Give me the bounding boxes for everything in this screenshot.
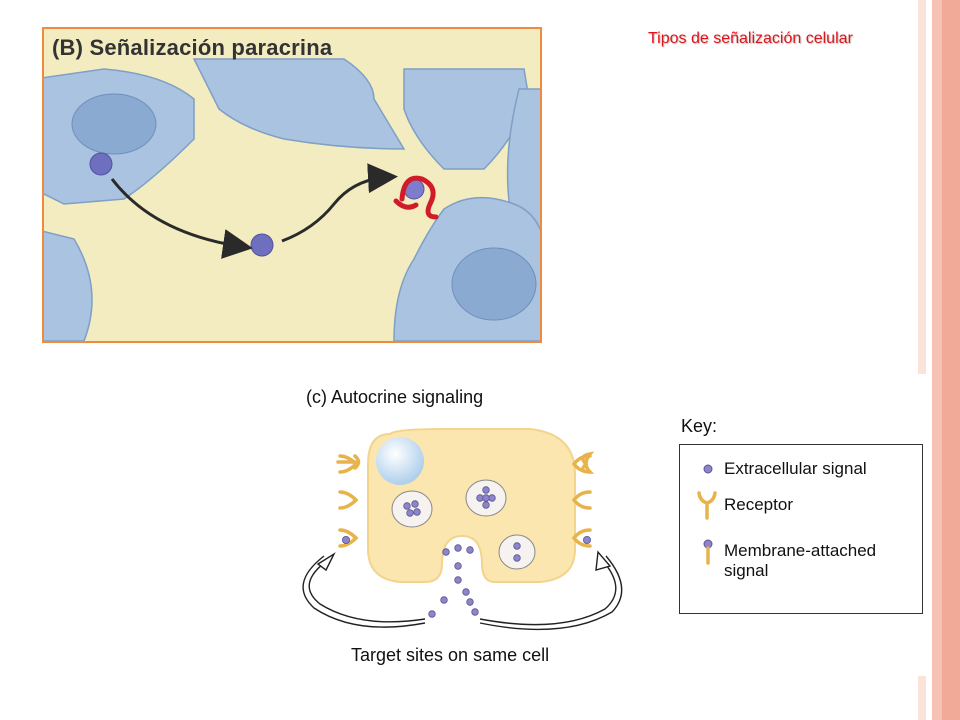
arrow-1 (110, 178, 253, 259)
autocrine-caption: Target sites on same cell (351, 645, 550, 665)
vesicle-signals (403, 486, 521, 562)
signal-transit (250, 233, 274, 257)
bound-signal-right (582, 535, 591, 544)
light-vesicle (376, 437, 424, 485)
key-item-receptor: Receptor (724, 495, 793, 514)
vesicle-3 (498, 534, 536, 570)
receptors-left (336, 454, 361, 548)
decor-stripe-1 (918, 0, 926, 720)
key-label: Key: (681, 416, 718, 436)
cell-bottom-left (44, 230, 93, 341)
key-item-membrane: Membrane-attached signal (724, 541, 877, 580)
arrow-right-head (595, 550, 612, 571)
cell-top (192, 58, 406, 150)
bound-signal-left (342, 535, 351, 544)
receptors-right (571, 451, 595, 548)
membrane-signal-icon (703, 539, 713, 565)
autocrine-illustration (302, 428, 623, 631)
decor-stripe-3 (932, 0, 942, 720)
vesicle-1 (391, 490, 433, 528)
decor-stripe-4 (942, 0, 960, 720)
arrow-left-head (316, 552, 336, 572)
key-item-extracellular: Extracellular signal (724, 459, 867, 478)
arrow-2 (281, 163, 398, 243)
arrow-left (308, 559, 426, 623)
autocrine-panel: (c) Autocrine signaling Target sites on … (260, 374, 932, 676)
decor-stripe-2 (926, 0, 932, 720)
extracellular-signal-icon (703, 464, 713, 474)
receptor-icon (697, 491, 717, 520)
slide-title: Tipos de señalización celular (648, 30, 853, 47)
nucleus-left (71, 93, 157, 155)
receptor-red (393, 175, 439, 220)
key-legend: Extracellular signal Receptor Membrane-a… (679, 444, 923, 614)
paracrine-illustration (44, 29, 540, 341)
paracrine-panel: (B) Señalización paracrina (42, 27, 542, 343)
signal-source (89, 152, 113, 176)
arrow-right-inner (479, 555, 623, 631)
arrow-right (479, 559, 617, 626)
nucleus-target (451, 247, 537, 321)
arrow-left-inner (302, 555, 426, 628)
secreted-signals (428, 544, 479, 618)
paracrine-title: (B) Señalización paracrina (52, 35, 333, 60)
autocrine-title: (c) Autocrine signaling (306, 387, 484, 407)
